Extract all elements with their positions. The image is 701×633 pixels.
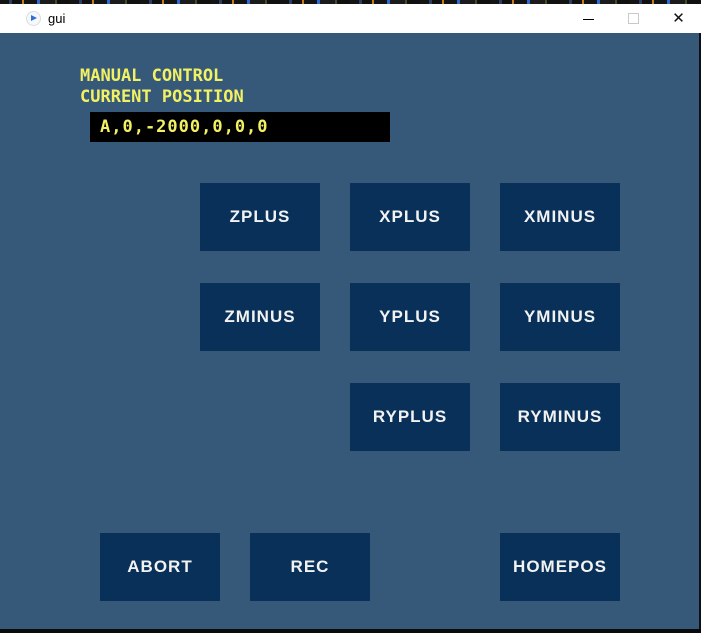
abort-button[interactable]: ABORT	[100, 533, 220, 601]
close-button[interactable]: ✕	[656, 4, 701, 33]
position-display-field[interactable]: A,0,-2000,0,0,0	[90, 112, 390, 142]
homepos-button[interactable]: HOMEPOS	[500, 533, 620, 601]
close-icon: ✕	[672, 9, 685, 27]
current-position-label: CURRENT POSITION	[80, 87, 244, 107]
main-content: MANUAL CONTROL CURRENT POSITION A,0,-200…	[0, 33, 701, 629]
app-icon	[26, 11, 41, 26]
minimize-icon	[583, 19, 594, 20]
xminus-button[interactable]: XMINUS	[500, 183, 620, 251]
minimize-button[interactable]	[566, 4, 611, 33]
rec-button[interactable]: REC	[250, 533, 370, 601]
window-title: gui	[48, 11, 66, 26]
manual-control-label: MANUAL CONTROL	[80, 66, 224, 86]
zminus-button[interactable]: ZMINUS	[200, 283, 320, 351]
xplus-button[interactable]: XPLUS	[350, 183, 470, 251]
yplus-button[interactable]: YPLUS	[350, 283, 470, 351]
titlebar[interactable]: gui ✕	[0, 4, 701, 33]
background-window-edge	[0, 0, 701, 4]
zplus-button[interactable]: ZPLUS	[200, 183, 320, 251]
maximize-icon	[628, 13, 639, 24]
window-bottom-edge	[0, 629, 701, 633]
maximize-button	[611, 4, 656, 33]
ryplus-button[interactable]: RYPLUS	[350, 383, 470, 451]
window-controls: ✕	[566, 4, 701, 33]
yminus-button[interactable]: YMINUS	[500, 283, 620, 351]
ryminus-button[interactable]: RYMINUS	[500, 383, 620, 451]
